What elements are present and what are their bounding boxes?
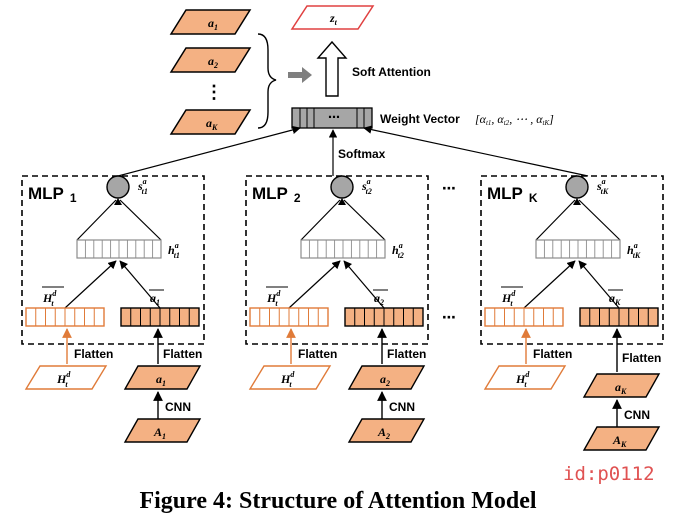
weight-vector-formula: [αt1, αt2, ⋯ , αtK]: [475, 112, 554, 127]
score-node: [330, 175, 354, 199]
stack-label-a1: a1: [208, 16, 218, 32]
hidden-to-score-right: [578, 199, 621, 241]
cnn-label: CNN: [624, 408, 650, 422]
hd-flatten-label: Flatten: [298, 347, 337, 361]
stack-card-aK: [169, 109, 252, 135]
cnn-label: CNN: [165, 400, 191, 414]
output-block: zt Soft Attention: [290, 5, 431, 97]
a-flatten-label: Flatten: [387, 347, 426, 361]
score-arrow-K: [363, 125, 589, 177]
mlp-dots-bottom: ⋯: [442, 309, 456, 325]
embedding-stack: a1 a2 ⋮ aK: [169, 9, 312, 135]
A-card: [582, 426, 661, 451]
A-card: [347, 418, 426, 443]
figure-caption: Figure 4: Structure of Attention Model: [139, 488, 536, 514]
mlp-dots-top: ⋯: [442, 180, 456, 196]
weight-vector-dots: ⋯: [328, 110, 340, 124]
A-card-label: AK: [612, 433, 627, 449]
A-card: [123, 418, 202, 443]
id-tag: id:p0112: [563, 463, 655, 485]
softmax-label: Softmax: [338, 147, 386, 161]
a-flatten-label: Flatten: [163, 347, 202, 361]
soft-attention-label: Soft Attention: [352, 65, 431, 79]
weight-vector-label: Weight Vector: [380, 112, 460, 126]
mlp-frame: [480, 175, 664, 345]
a-card-label: aK: [615, 380, 627, 396]
score-node: [106, 175, 130, 199]
hd-card: [24, 365, 108, 390]
a-to-hidden-arrow: [119, 260, 161, 309]
gray-right-arrow: [288, 67, 312, 83]
hd-flatten-label: Flatten: [533, 347, 572, 361]
soft-attention-arrow: [316, 40, 348, 97]
stack-card-a1: [169, 9, 252, 35]
a-card-label: a1: [156, 372, 166, 388]
hd-card: [248, 365, 332, 390]
a-to-hidden-arrow: [343, 260, 385, 309]
hd-to-hidden-arrow: [64, 260, 117, 309]
A-card-label: A1: [153, 425, 166, 441]
stack-label-a2: a2: [208, 54, 218, 70]
a-to-hidden-arrow: [578, 260, 620, 309]
score-node: [565, 175, 589, 199]
a-flatten-label: Flatten: [622, 351, 661, 365]
score-arrow-1: [117, 125, 301, 177]
a-card: [347, 365, 426, 390]
weight-vector-box: [291, 107, 373, 129]
stack-dots: ⋮: [205, 82, 223, 102]
hd-card: [483, 365, 567, 390]
mlp-frame: [245, 175, 429, 345]
output-card-zt: [290, 5, 375, 30]
hd-to-hidden-arrow: [288, 260, 341, 309]
a-card: [123, 365, 202, 390]
a-flat-label: a2: [374, 291, 384, 307]
hidden-to-score-left: [535, 199, 576, 241]
hidden-to-score-right: [119, 199, 162, 241]
a-flat-label: aK: [609, 291, 621, 307]
hd-flatten-label: Flatten: [74, 347, 113, 361]
a-card: [582, 373, 661, 398]
hidden-to-score-left: [76, 199, 117, 241]
hd-to-hidden-arrow: [523, 260, 576, 309]
a-flat-label: a1: [150, 291, 160, 307]
weight-vector: ⋯ Weight Vector [αt1, αt2, ⋯ , αtK] Soft…: [291, 107, 554, 161]
hidden-to-score-left: [300, 199, 341, 241]
mlp-frame: [21, 175, 205, 345]
stack-brace: [257, 33, 277, 129]
cnn-label: CNN: [389, 400, 415, 414]
hidden-to-score-right: [343, 199, 386, 241]
stack-label-aK: aK: [206, 116, 218, 132]
output-label: zt: [329, 11, 338, 27]
A-card-label: A2: [377, 425, 390, 441]
a-card-label: a2: [380, 372, 390, 388]
stack-card-a2: [169, 47, 252, 73]
